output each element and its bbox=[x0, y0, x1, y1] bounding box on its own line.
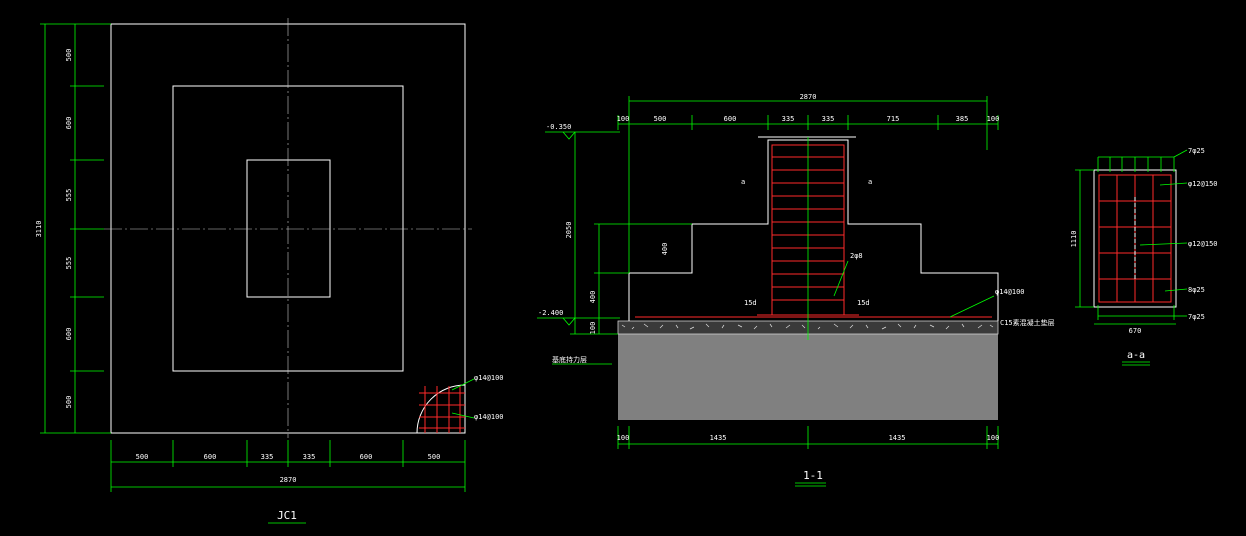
stirrup-label: 2φ8 bbox=[850, 252, 863, 260]
anchor-left-label: 15d bbox=[744, 299, 757, 307]
plan-left-dim-1: 500 bbox=[65, 49, 73, 62]
stirrup-leader bbox=[833, 260, 849, 297]
plan-left-dimensions bbox=[40, 23, 111, 434]
plan-rebar-x-label: φ14@100 bbox=[474, 374, 504, 382]
base-rebar-leader bbox=[949, 295, 995, 318]
footing-outline bbox=[628, 139, 999, 321]
plan-left-dim-6: 500 bbox=[65, 396, 73, 409]
column-rebar-cage bbox=[635, 137, 992, 340]
plan-bottom-dim-1: 500 bbox=[136, 453, 149, 461]
plan-bottom-dimensions bbox=[110, 440, 466, 492]
elevation-marks bbox=[537, 131, 620, 326]
section-bottom-dim-4: 100 bbox=[987, 434, 1000, 442]
aa-label-2: φ12@150 bbox=[1188, 180, 1218, 188]
anchor-right-label: 15d bbox=[857, 299, 870, 307]
plan-left-dim-4: 555 bbox=[65, 257, 73, 270]
plan-width-total: 2870 bbox=[280, 476, 297, 484]
elevation-bottom: -2.400 bbox=[538, 309, 563, 317]
plan-rebar-detail bbox=[416, 378, 475, 434]
plan-view: φ14@100 φ14@100 500 600 555 555 600 500 … bbox=[35, 18, 504, 524]
section-top-dimensions bbox=[617, 96, 999, 273]
plan-rebar-y-label: φ14@100 bbox=[474, 413, 504, 421]
plan-bottom-dim-4: 335 bbox=[303, 453, 316, 461]
aa-label-5: 7φ25 bbox=[1188, 313, 1205, 321]
aa-label-1: 7φ25 bbox=[1188, 147, 1205, 155]
aa-title: a-a bbox=[1127, 350, 1145, 361]
section-top-dim-4: 335 bbox=[782, 115, 795, 123]
section-title: 1-1 bbox=[803, 469, 823, 482]
section-top-dim-3: 600 bbox=[724, 115, 737, 123]
plan-bottom-dim-5: 600 bbox=[360, 453, 373, 461]
section-left-dim-1: 2050 bbox=[565, 222, 573, 239]
plan-column bbox=[246, 159, 331, 298]
section-top-dim-1: 100 bbox=[617, 115, 630, 123]
section-left-dimensions bbox=[570, 132, 692, 335]
plan-left-dim-2: 600 bbox=[65, 117, 73, 130]
aa-rebar bbox=[1098, 174, 1172, 303]
plan-bottom-dim-6: 500 bbox=[428, 453, 441, 461]
plan-height-total: 3110 bbox=[35, 221, 43, 238]
section-top-dim-2: 500 bbox=[654, 115, 667, 123]
soil-label: 基底持力层 bbox=[552, 355, 587, 364]
section-view: a a 15d 15d 2φ8 φ14@100 C15素混凝土垫层 基底持力层 … bbox=[537, 93, 1055, 487]
section-top-dim-6: 715 bbox=[887, 115, 900, 123]
plan-left-dim-5: 600 bbox=[65, 328, 73, 341]
cushion-label: C15素混凝土垫层 bbox=[1000, 318, 1055, 327]
section-top-dim-8: 100 bbox=[987, 115, 1000, 123]
section-top-dim-5: 335 bbox=[822, 115, 835, 123]
section-left-dim-2: 400 bbox=[661, 243, 669, 256]
section-top-total: 2870 bbox=[800, 93, 817, 101]
section-left-dim-4: 100 bbox=[589, 322, 597, 335]
section-mark-a-left: a bbox=[741, 178, 745, 186]
base-rebar-label: φ14@100 bbox=[995, 288, 1025, 296]
section-bottom-dim-2: 1435 bbox=[710, 434, 727, 442]
plan-bottom-dim-3: 335 bbox=[261, 453, 274, 461]
plan-bottom-dim-2: 600 bbox=[204, 453, 217, 461]
elevation-top: -0.350 bbox=[546, 123, 571, 131]
section-bottom-dim-1: 100 bbox=[617, 434, 630, 442]
aa-width: 670 bbox=[1129, 327, 1142, 335]
section-bottom-dim-3: 1435 bbox=[889, 434, 906, 442]
aa-section: 7φ25 φ12@150 φ12@150 8φ25 7φ25 1110 670 … bbox=[1070, 147, 1218, 366]
section-top-dim-7: 385 bbox=[956, 115, 969, 123]
plan-title: JC1 bbox=[277, 509, 297, 522]
cushion-hatch bbox=[621, 323, 994, 330]
section-mark-a-right: a bbox=[868, 178, 872, 186]
section-left-dim-3: 400 bbox=[589, 291, 597, 304]
soil-bearing-layer bbox=[618, 334, 998, 420]
aa-label-3: φ12@150 bbox=[1188, 240, 1218, 248]
aa-leaders bbox=[1075, 149, 1188, 325]
aa-height: 1110 bbox=[1070, 231, 1078, 248]
plan-left-dim-3: 555 bbox=[65, 189, 73, 202]
section-bottom-dimensions bbox=[617, 426, 999, 449]
aa-label-4: 8φ25 bbox=[1188, 286, 1205, 294]
